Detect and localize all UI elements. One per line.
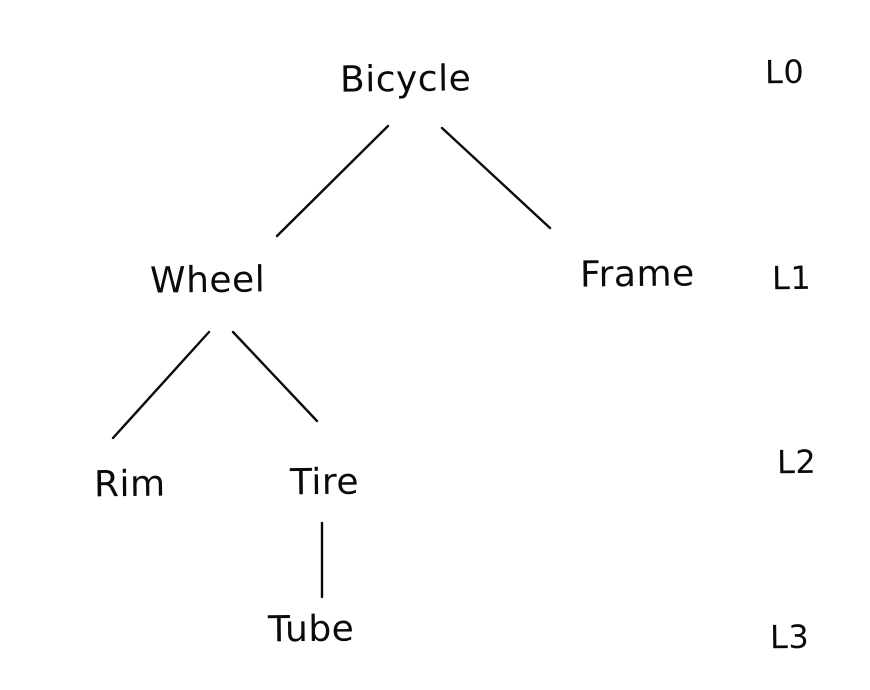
level-label-l1: L1 (771, 258, 812, 298)
level-label-l2: L2 (776, 442, 817, 482)
node-rim: Rim (93, 463, 166, 506)
node-tube: Tube (267, 608, 355, 651)
node-bicycle: Bicycle (339, 58, 472, 101)
edge-bicycle-wheel (275, 124, 390, 238)
edge-bicycle-frame (440, 126, 552, 230)
level-label-l3: L3 (769, 617, 810, 657)
node-tire: Tire (289, 461, 360, 504)
edge-wheel-rim (111, 330, 211, 440)
level-label-l0: L0 (764, 52, 805, 92)
edge-wheel-tire (231, 330, 319, 423)
node-wheel: Wheel (149, 259, 266, 302)
node-frame: Frame (579, 253, 695, 296)
